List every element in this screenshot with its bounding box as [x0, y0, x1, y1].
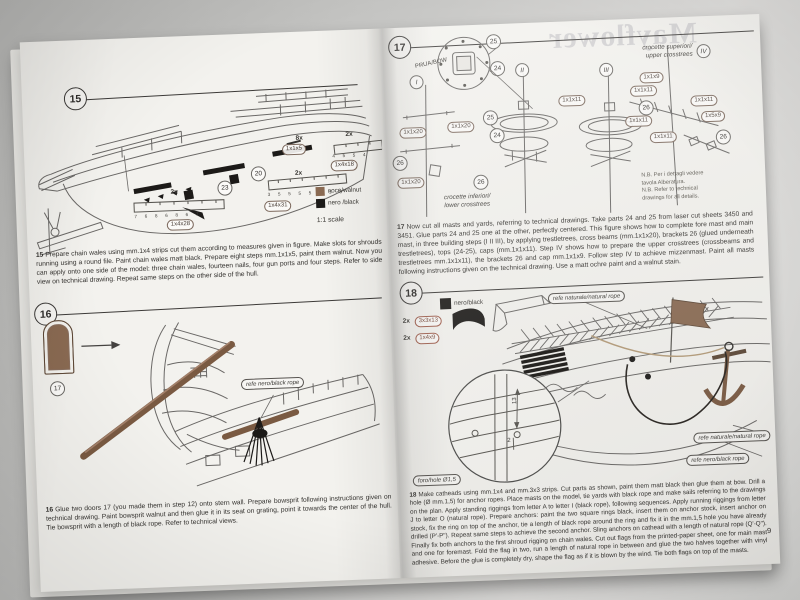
mast-two-drawing	[490, 73, 558, 214]
part-size-pill: 1x1x11	[649, 131, 677, 144]
part-number-circle: 25	[485, 33, 502, 50]
step-16-paragraph-number: 16	[45, 506, 54, 514]
part-size-pill: 1x5x9	[700, 110, 726, 123]
bowsprit-rod	[80, 341, 235, 460]
dimension-13: 13	[512, 397, 519, 405]
step-18-number: 18	[405, 286, 418, 300]
drill-hole-callout: foro/hole Ø1,5	[412, 473, 462, 487]
part-size-pill: 1x1x11	[690, 94, 718, 107]
mast-one-drawing	[400, 84, 461, 217]
arrow-icon	[81, 341, 121, 350]
bowsprit-highlight	[84, 341, 231, 453]
stern-outline	[174, 373, 380, 487]
black-color-swatch	[315, 198, 326, 209]
hull-outline	[38, 88, 372, 235]
leader-line	[723, 441, 763, 457]
black-anchor-rope	[625, 351, 728, 425]
step-18-paragraph-text: Make catheads using mm.1x4 and mm.3x3 st…	[409, 478, 768, 567]
bow-ornament-scrolls	[545, 383, 606, 399]
part-size-pill: 1x1x20	[399, 126, 428, 139]
part-number-circle: 17	[49, 380, 66, 397]
quantity-label: 2x	[403, 334, 411, 342]
part-size-pill: 1x1x20	[397, 176, 425, 190]
scale-note: 1:1 scale	[316, 216, 345, 225]
magnifier-detail-circle	[447, 369, 562, 484]
pulley-block	[645, 373, 652, 380]
step-17-number: 17	[393, 41, 406, 54]
ship-hull-side-drawing	[36, 88, 384, 256]
quantity-label: 2x	[402, 317, 411, 325]
cap-bolt-dots	[439, 39, 489, 87]
step-18-badge: 18	[399, 281, 424, 305]
left-page: 15	[20, 29, 401, 592]
step-17-paragraph-text: Now cut all masts and yards, referring t…	[397, 210, 755, 276]
leader-line	[557, 380, 590, 403]
anchor-drawing	[703, 341, 747, 406]
pulley-block	[629, 356, 636, 363]
part-size-pill: 1x1x5	[281, 143, 307, 156]
leader-line	[581, 300, 648, 329]
upper-crosstrees-label: crocette superiori/ upper crosstrees	[616, 43, 693, 62]
dimension-2: 2	[507, 437, 511, 444]
bow-bowsprit-drawing	[80, 322, 240, 460]
leader-line	[123, 155, 129, 192]
quantity-label: 2x	[294, 169, 303, 177]
natural-rope	[591, 335, 725, 357]
lower-crosstrees-label: crocette inferiori/ lower crosstrees	[444, 192, 491, 210]
part-size-pill: 1x4x31	[263, 200, 292, 213]
black-grill-band	[519, 347, 569, 379]
legend-black-label: nero /black	[327, 198, 360, 207]
part-size-pill: 1x4x18	[330, 159, 359, 172]
bow-rigging-drawing	[447, 295, 771, 484]
quantity-label: 8x	[295, 134, 303, 142]
paper-flag	[670, 299, 712, 329]
chainwale-fitting-detail	[36, 208, 104, 256]
stern-rope-drawing	[174, 373, 380, 487]
part-size-pill: 1x1x11	[558, 94, 586, 107]
legend-walnut-row: noce/walnut	[315, 185, 362, 197]
part-size-pill: 1x1x11	[624, 115, 653, 128]
step-17-paragraph-number: 17	[396, 223, 405, 232]
legend-black-row: nero /black	[315, 198, 360, 209]
quantity-label: 2x	[170, 188, 178, 196]
page-number: 9	[766, 525, 772, 536]
part-size-pill: 1x1x9	[639, 71, 664, 84]
step-18-paragraph-number: 18	[409, 491, 417, 499]
instruction-booklet-spread: 15	[19, 13, 781, 593]
quantity-label: 2x	[345, 130, 353, 138]
black-rope-lashing	[243, 417, 275, 466]
step-15-paragraph-number: 15	[35, 251, 44, 259]
door-part-drawing	[42, 319, 75, 375]
cathead-black-part	[452, 308, 485, 330]
part-size-pill: 1x1x11	[629, 84, 658, 98]
part-size-pill: 1x4x28	[166, 218, 195, 231]
cathead-3d-sketch	[492, 295, 552, 332]
right-page: Mayflower 17 PRUA/BOW 25 24	[379, 14, 780, 578]
walnut-color-swatch	[315, 186, 325, 197]
step-16-number: 16	[39, 307, 52, 321]
nb-technical-note: N.B. Per i dettagli vedere tavola Albera…	[641, 169, 746, 203]
legend-walnut-label: noce/walnut	[327, 186, 362, 195]
part-size-pill: 1x1x20	[447, 121, 475, 134]
step-16-paragraph-text: Glue two doors 17 (you made them in step…	[45, 493, 392, 532]
